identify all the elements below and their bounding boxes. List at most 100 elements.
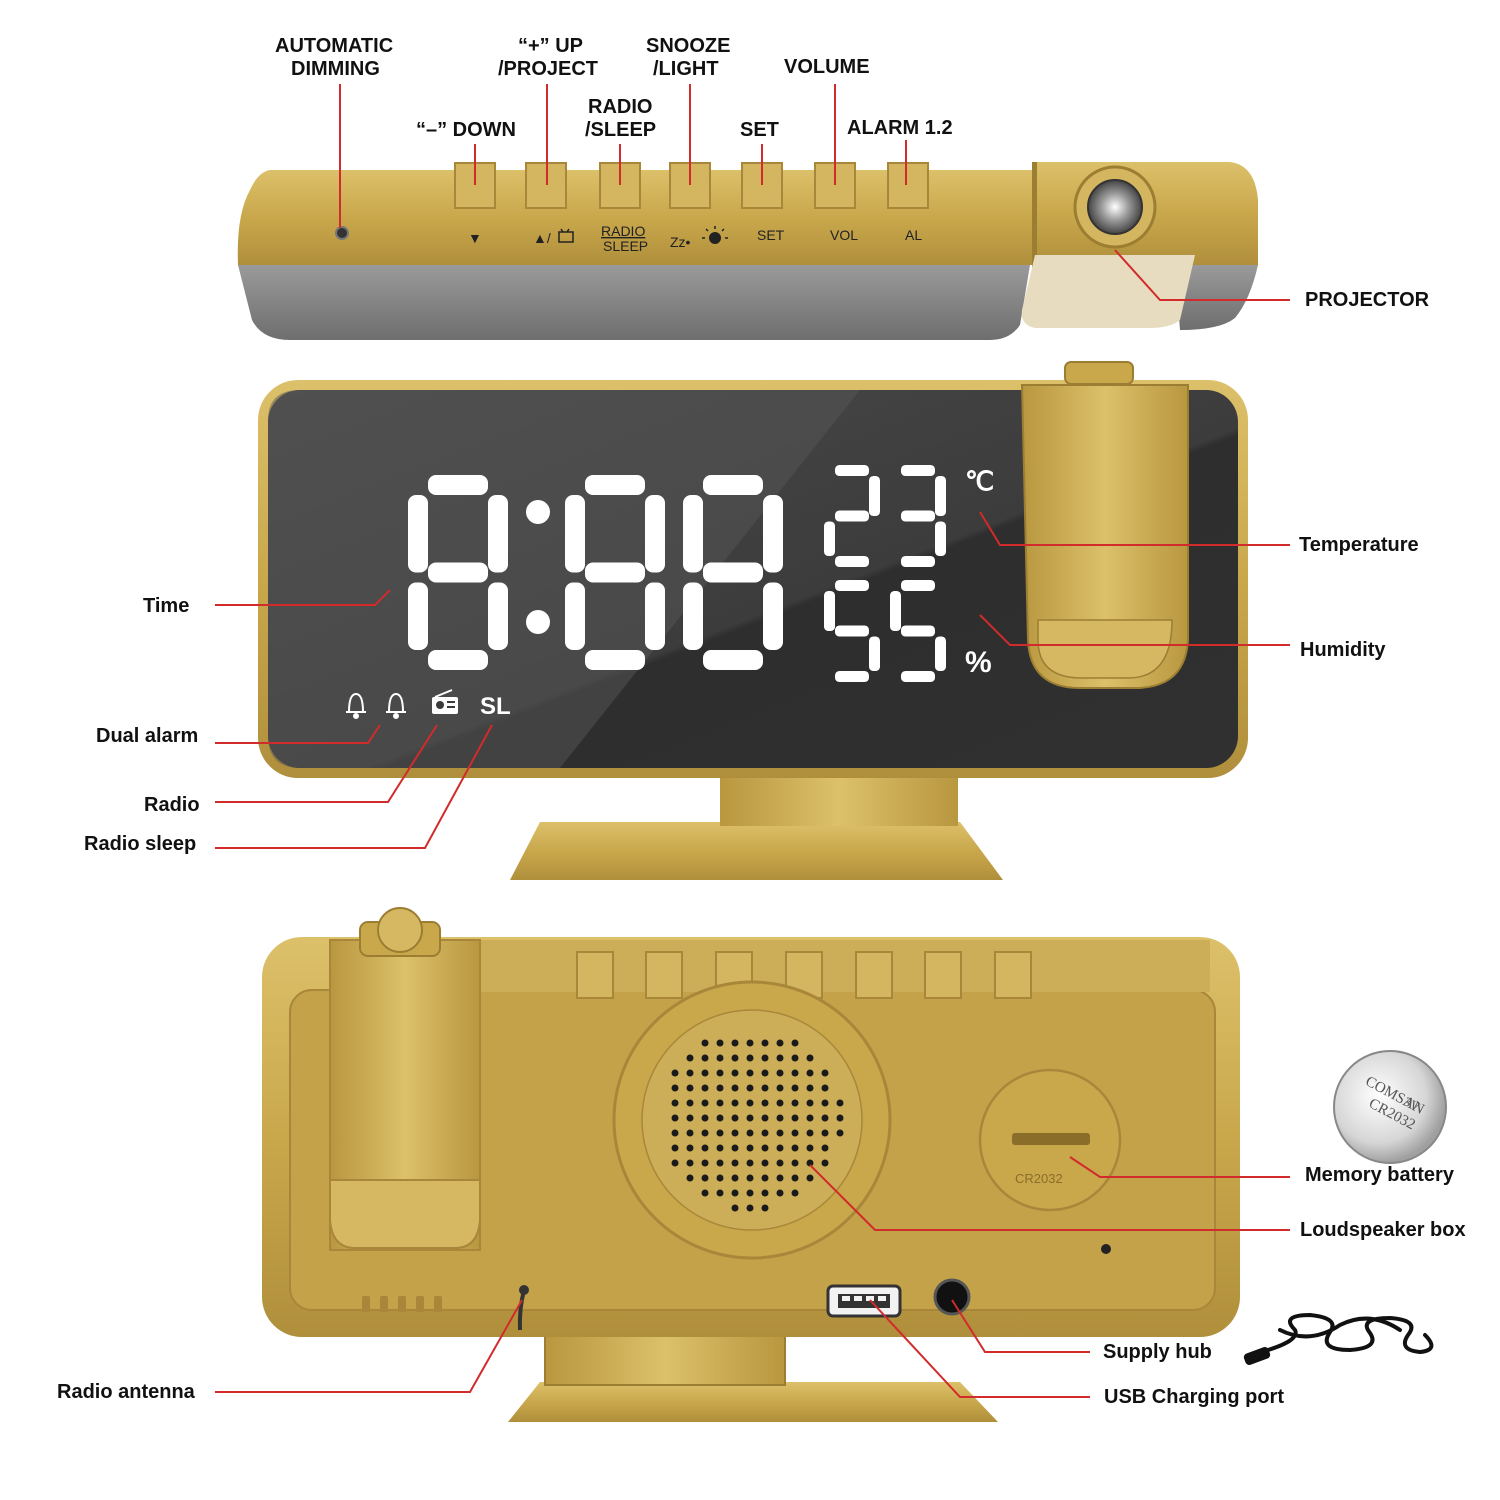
leader-radio-antenna [215, 1299, 523, 1393]
speaker-hole [716, 1174, 724, 1182]
btn-snooze-light[interactable] [669, 162, 711, 209]
speaker-hole [746, 1054, 754, 1062]
speaker-hole [836, 1129, 844, 1137]
leader-usb [869, 1299, 1090, 1398]
speaker-hole [791, 1099, 799, 1107]
speaker-hole [806, 1054, 814, 1062]
speaker-hole [686, 1174, 694, 1182]
speaker-hole [686, 1114, 694, 1122]
back-btn-5[interactable] [855, 951, 893, 999]
speaker-hole [671, 1144, 679, 1152]
speaker-hole [806, 1069, 814, 1077]
speaker-hole [791, 1144, 799, 1152]
label-up-1: “+” UP [518, 35, 583, 57]
speaker-hole [731, 1114, 739, 1122]
digit-time-0-segment-d [428, 650, 488, 670]
back-btn-7[interactable] [994, 951, 1032, 999]
speaker-hole [701, 1054, 709, 1062]
speaker-hole [716, 1144, 724, 1152]
speaker-hole [731, 1174, 739, 1182]
speaker-hole [686, 1069, 694, 1077]
speaker-hole [761, 1204, 769, 1212]
down-mark: ▼ [468, 230, 482, 246]
speaker-hole [746, 1189, 754, 1197]
speaker-hole [806, 1114, 814, 1122]
leader-time [215, 589, 391, 606]
set-mark: SET [757, 227, 785, 243]
speaker-hole [731, 1204, 739, 1212]
speaker-hole [701, 1159, 709, 1167]
label-supply-hub: Supply hub [1103, 1341, 1212, 1363]
snooze-mark: Zz• [670, 234, 691, 250]
digit-hum-1-segment-c [935, 636, 946, 671]
label-projector: PROJECTOR [1305, 289, 1430, 311]
leader-dual-alarm [215, 724, 381, 744]
back-btn-6[interactable] [924, 951, 962, 999]
digit-time-1-segment-f [565, 495, 585, 573]
speaker-hole [791, 1054, 799, 1062]
label-dual-alarm: Dual alarm [96, 725, 198, 747]
digit-hum-0-segment-f [824, 591, 835, 631]
leader-temperature [979, 511, 1290, 546]
speaker-hole [821, 1069, 829, 1077]
back-btn-2[interactable] [645, 951, 683, 999]
digit-time-1-segment-c [645, 582, 665, 650]
speaker-hole [821, 1129, 829, 1137]
speaker-hole [746, 1099, 754, 1107]
speaker-hole [686, 1159, 694, 1167]
front-stand-base [510, 822, 1003, 880]
top-labels: AUTOMATIC DIMMING “+” UP /PROJECT SNOOZE… [275, 35, 1430, 311]
leader-projector [1114, 249, 1290, 301]
temp-unit: ℃ [965, 466, 994, 496]
speaker-hole [791, 1069, 799, 1077]
digit-temp-1-segment-b [935, 476, 946, 516]
label-humidity: Humidity [1300, 639, 1386, 661]
digit-time-0-segment-a [428, 475, 488, 495]
battery-slot [1012, 1133, 1090, 1145]
speaker-hole [836, 1099, 844, 1107]
btn-al[interactable] [887, 162, 929, 209]
label-radio-antenna: Radio antenna [57, 1381, 196, 1403]
speaker-hole [821, 1144, 829, 1152]
digit-time-2-segment-f [683, 495, 703, 573]
speaker-hole [701, 1189, 709, 1197]
power-jack[interactable] [933, 1278, 971, 1316]
speaker-hole [776, 1144, 784, 1152]
humidity-unit: % [965, 646, 992, 679]
speaker-hole [746, 1084, 754, 1092]
speaker-hole [701, 1114, 709, 1122]
speaker-hole [821, 1099, 829, 1107]
projector-arm [1020, 384, 1189, 689]
leader-radio-sleep [215, 724, 493, 849]
speaker-hole [671, 1129, 679, 1137]
speaker-hole [686, 1054, 694, 1062]
speaker-hole [746, 1129, 754, 1137]
usb-port-tongue [838, 1294, 890, 1308]
back-btn-1[interactable] [576, 951, 614, 999]
speaker-hole [791, 1039, 799, 1047]
label-automatic-dimming-1: AUTOMATIC [275, 35, 393, 57]
label-radio-2: /SLEEP [585, 119, 656, 141]
speaker-hole [686, 1129, 694, 1137]
speaker-hole [806, 1174, 814, 1182]
label-up-2: /PROJECT [498, 58, 598, 80]
speaker-hole [686, 1099, 694, 1107]
digit-time-0-segment-b [488, 495, 508, 573]
speaker-hole [746, 1114, 754, 1122]
speaker-hole [716, 1084, 724, 1092]
reset-hole[interactable] [1101, 1244, 1111, 1254]
top-grey-panel [238, 265, 1030, 340]
speaker-hole [716, 1129, 724, 1137]
speaker-hole [701, 1144, 709, 1152]
digit-time-1-segment-a [585, 475, 645, 495]
radio-icon [432, 689, 458, 714]
antenna-wire [517, 1289, 526, 1331]
speaker-hole [821, 1114, 829, 1122]
label-snooze-2: /LIGHT [653, 58, 719, 80]
speaker-hole [761, 1144, 769, 1152]
digit-hum-0-segment-d [835, 671, 869, 682]
speaker-hole [731, 1189, 739, 1197]
speaker-hole [731, 1039, 739, 1047]
battery-compartment-text: CR2032 [1015, 1171, 1063, 1186]
